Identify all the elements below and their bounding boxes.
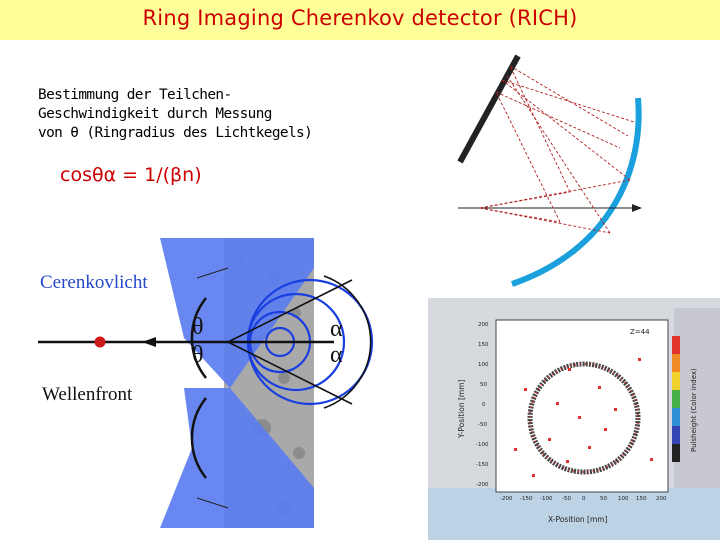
scattered-hits <box>514 358 653 477</box>
ring-event-plot: Z=44 X-Position [mm] Y-Position [mm] Pul… <box>428 298 720 540</box>
svg-text:0: 0 <box>582 496 586 502</box>
description-line-3: von θ (Ringradius des Lichtkegels) <box>38 125 313 141</box>
svg-text:200: 200 <box>478 322 489 328</box>
light-rays <box>479 65 635 234</box>
svg-text:150: 150 <box>478 342 489 348</box>
z-label: Z=44 <box>630 328 650 336</box>
svg-text:0: 0 <box>482 402 486 408</box>
svg-text:-150: -150 <box>476 462 489 468</box>
description-line-2: Geschwindigkeit durch Messung <box>38 106 272 122</box>
x-axis-label: X-Position [mm] <box>548 515 608 524</box>
particle-dot <box>94 336 106 348</box>
svg-text:50: 50 <box>600 496 607 502</box>
svg-text:100: 100 <box>478 362 489 368</box>
alpha-label-lower: α <box>330 342 343 368</box>
svg-text:-50: -50 <box>478 422 487 428</box>
theta-label-upper: θ <box>192 314 204 340</box>
track-arrowhead <box>632 204 642 212</box>
cerenkov-light-label: Cerenkovlicht <box>40 272 148 293</box>
upper-light-band <box>160 238 314 388</box>
svg-text:100: 100 <box>618 496 629 502</box>
theta-arc <box>190 297 207 379</box>
pulseheight-colorbar <box>672 336 680 462</box>
flat-mirror <box>457 54 521 164</box>
page-title: Ring Imaging Cherenkov detector (RICH) <box>142 6 578 30</box>
title-bar: Ring Imaging Cherenkov detector (RICH) <box>0 0 720 40</box>
svg-text:200: 200 <box>656 496 667 502</box>
wavefront-label: Wellenfront <box>42 384 133 405</box>
trajectory-arrowhead <box>142 337 156 347</box>
y-axis-label: Y-Position [mm] <box>457 379 466 439</box>
description-line-1: Bestimmung der Teilchen- <box>38 87 232 103</box>
spherical-mirror <box>511 97 642 287</box>
cherenkov-formula: cosθα = 1/(βn) <box>60 164 202 186</box>
svg-text:-50: -50 <box>562 496 571 502</box>
rich-mirror-diagram <box>457 54 642 287</box>
svg-text:-200: -200 <box>476 482 489 488</box>
cherenkov-cone-diagram: Cerenkovlicht Wellenfront θ θ α α <box>38 238 374 528</box>
lower-light-band <box>160 388 314 528</box>
svg-text:-200: -200 <box>500 496 513 502</box>
svg-text:150: 150 <box>636 496 647 502</box>
svg-text:50: 50 <box>480 382 487 388</box>
theta-label-lower: θ <box>192 342 204 368</box>
alpha-label-upper: α <box>330 316 343 342</box>
y-tick-labels: 200 150 100 50 0 -50 -100 -150 -200 <box>476 322 489 488</box>
svg-text:-150: -150 <box>520 496 533 502</box>
svg-text:-100: -100 <box>476 442 489 448</box>
description-text: Bestimmung der Teilchen- Geschwindigkeit… <box>38 86 378 143</box>
svg-text:-100: -100 <box>540 496 553 502</box>
colorbar-label: Pulsheight (Color index) <box>690 368 698 452</box>
plot-frame <box>495 319 669 493</box>
x-tick-labels: -200 -150 -100 -50 0 50 100 150 200 <box>500 496 667 502</box>
